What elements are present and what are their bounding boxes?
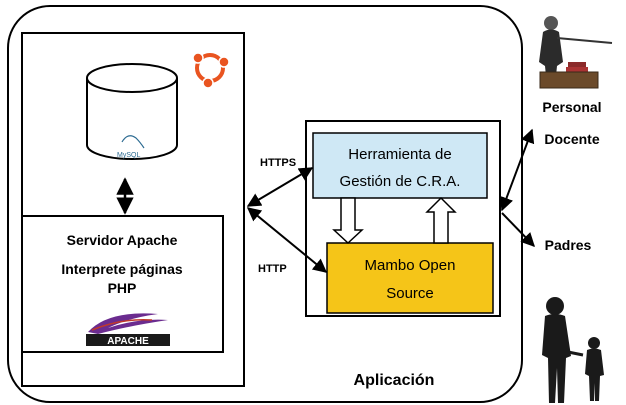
apache-box xyxy=(21,215,224,353)
mambo-line2: Source xyxy=(386,285,434,302)
http-connector xyxy=(246,207,328,273)
apache-logo-icon: APACHE xyxy=(86,313,170,347)
herramienta-line1: Herramienta de xyxy=(348,146,451,163)
parent-child-icon xyxy=(542,297,604,403)
herramienta-line2: Gestión de C.R.A. xyxy=(340,173,461,190)
teacher-icon xyxy=(539,16,613,89)
mysql-logo-text: MySQL xyxy=(117,152,140,159)
mambo-line1: Mambo Open xyxy=(365,257,456,274)
herramienta-box xyxy=(312,132,488,199)
http-label: HTTP xyxy=(258,263,287,275)
apache-logo-text: APACHE xyxy=(107,336,149,347)
up-block-arrow xyxy=(425,196,457,244)
aplicacion-label: Aplicación xyxy=(354,372,435,389)
down-block-arrow xyxy=(332,197,364,245)
apache-line3: PHP xyxy=(108,280,137,296)
padres-label: Padres xyxy=(545,237,592,253)
mysql-logo-icon: MySQL xyxy=(117,135,145,159)
docente-label: Docente xyxy=(544,131,599,147)
database-icon xyxy=(86,63,178,160)
mambo-box xyxy=(326,242,494,314)
https-connector xyxy=(246,167,314,207)
ubuntu-logo-icon xyxy=(192,52,230,89)
apache-line2: Interprete páginas xyxy=(61,261,183,277)
docente-connector xyxy=(499,128,535,212)
padres-connector xyxy=(501,212,535,248)
https-label: HTTPS xyxy=(260,157,296,169)
personal-label: Personal xyxy=(542,99,601,115)
apache-title: Servidor Apache xyxy=(67,232,178,248)
